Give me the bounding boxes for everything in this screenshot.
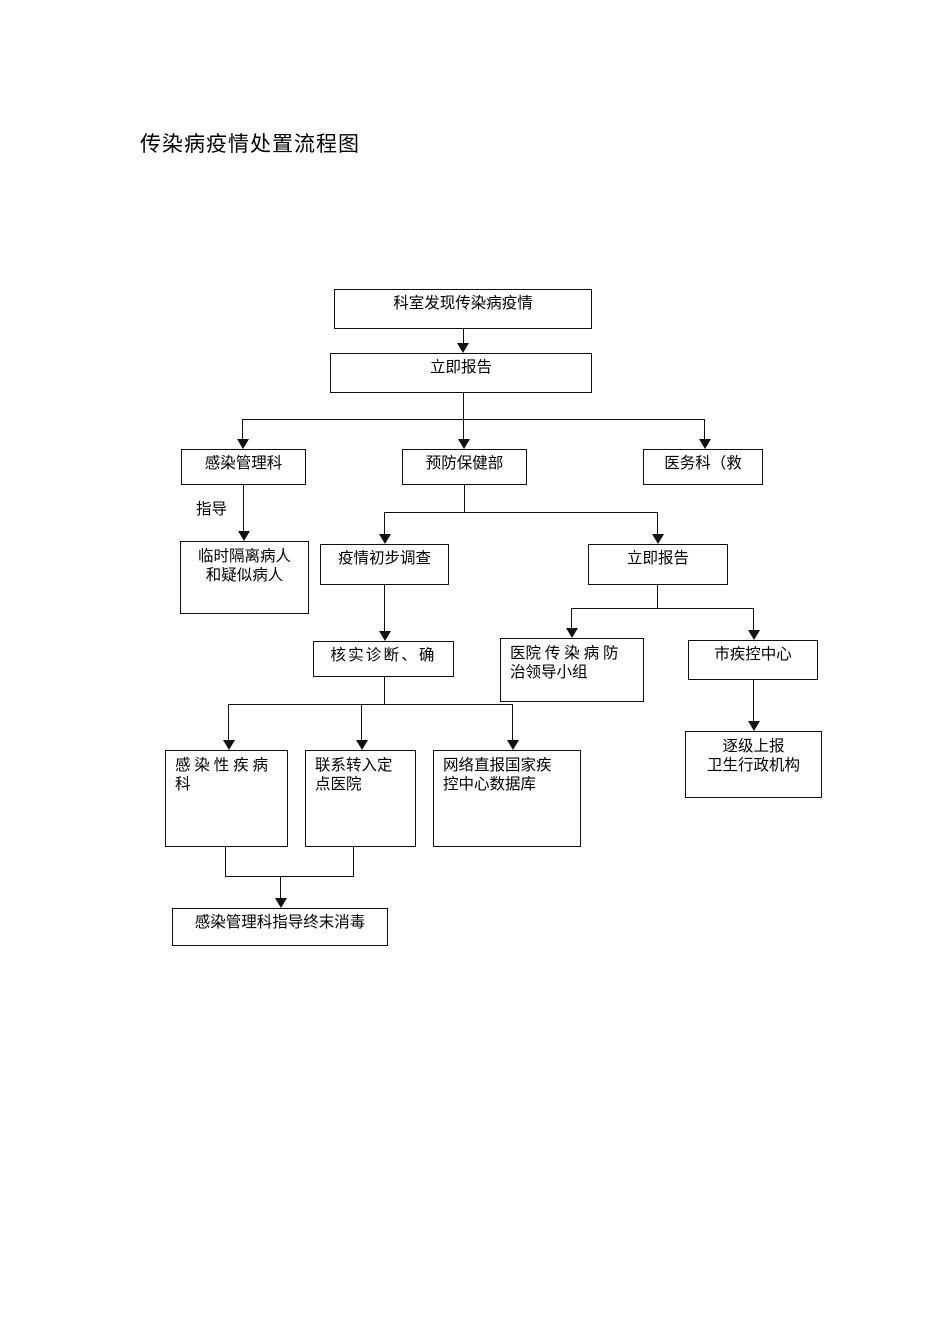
arrowhead-n2-n5 [699,439,711,449]
node-hospital-infectious-disease-leadership-group[interactable]: 医院 传 染 病 防 治领导小组 [500,638,644,702]
node-label: 立即报告 [626,550,689,567]
arrowhead-n7-n9 [379,631,391,641]
node-infectious-disease-department[interactable]: 感 染 性 疾 病 科 [165,750,288,847]
node-label: 联系转入定 点医院 [315,757,393,793]
node-label: 网络直报国家疾 控中心数据库 [443,757,552,793]
arrowhead-n9-n12 [223,740,235,750]
arrowhead-n4-n8 [652,534,664,544]
node-direct-network-report-national-cdc[interactable]: 网络直报国家疾 控中心数据库 [433,750,581,847]
arrowhead-n11-n15 [748,721,760,731]
page-title: 传染病疫情处置流程图 [140,132,360,156]
node-label: 立即报告 [429,359,492,376]
connector-merge-n16 [280,876,281,898]
node-label: 预防保健部 [425,455,504,472]
connector-n2-n3 [242,419,243,439]
connector-n2-bus [242,419,704,420]
node-label: 临时隔离病人 和疑似病人 [197,548,291,584]
node-label: 科室发现传染病疫情 [393,295,533,312]
node-label: 疫情初步调查 [337,550,431,567]
connector-n2-n5 [704,419,705,439]
node-terminal-disinfection[interactable]: 感染管理科指导终末消毒 [172,908,388,946]
node-transfer-to-designated-hospital[interactable]: 联系转入定 点医院 [305,750,416,847]
connector-n8-trunk [657,585,658,608]
arrowhead-n3-n6 [238,531,250,541]
node-medical-affairs-dept[interactable]: 医务科（救 [643,449,763,485]
connector-n13-down [353,847,354,876]
connector-n4-n8 [657,512,658,534]
connector-n12-down [225,847,226,876]
connector-n4-bus [384,512,658,513]
connector-n3-n6 [243,485,244,531]
connector-n7-n9 [384,585,385,631]
connector-n4-n7 [384,512,385,534]
connector-n9-n14 [512,704,513,740]
arrowhead-n1-n2 [457,343,469,353]
arrowhead-n9-n14 [507,740,519,750]
node-label: 核实诊断、确 [330,647,437,664]
node-prevention-healthcare-dept[interactable]: 预防保健部 [402,449,527,485]
node-label: 市疾控中心 [714,646,792,663]
arrowhead-n2-n4 [458,439,470,449]
node-report-immediately-second[interactable]: 立即报告 [588,544,728,585]
arrowhead-merge-n16 [275,898,287,908]
connector-n2-n4 [463,419,464,439]
node-label: 逐级上报 卫生行政机构 [706,738,800,774]
arrowhead-n2-n3 [237,439,249,449]
node-label: 感染管理科 [204,455,283,472]
node-report-immediately-top[interactable]: 立即报告 [330,353,592,393]
node-municipal-cdc[interactable]: 市疾控中心 [688,640,818,680]
arrowhead-n8-n11 [748,630,760,640]
connector-n11-n15 [753,680,754,721]
node-department-discovers-outbreak[interactable]: 科室发现传染病疫情 [334,289,592,329]
node-verify-diagnosis[interactable]: 核实诊断、确 [313,641,454,677]
connector-n8-n10 [571,608,572,628]
node-label: 医务科（救 [664,455,742,472]
node-label: 医院 传 染 病 防 治领导小组 [510,645,619,681]
node-preliminary-investigation[interactable]: 疫情初步调查 [320,544,449,585]
connector-n8-n11 [753,608,754,630]
arrowhead-n4-n7 [379,534,391,544]
node-infection-management-dept[interactable]: 感染管理科 [181,449,306,485]
connector-n9-trunk [384,677,385,704]
connector-n9-bus [228,704,513,705]
connector-n4-trunk [464,485,465,512]
node-report-to-health-authority[interactable]: 逐级上报 卫生行政机构 [685,731,822,798]
connector-n9-n12 [228,704,229,740]
node-label: 感染管理科指导终末消毒 [194,914,366,931]
connector-merge-bus [225,876,354,877]
connector-n8-bus [571,608,754,609]
node-temporary-isolation[interactable]: 临时隔离病人 和疑似病人 [180,541,309,614]
connector-n9-n13 [361,704,362,740]
node-label: 感 染 性 疾 病 科 [175,757,269,793]
connector-n1-n2 [463,329,464,343]
edge-label-guidance: 指导 [196,501,228,518]
connector-n2-trunk [463,393,464,419]
arrowhead-n8-n10 [566,628,578,638]
arrowhead-n9-n13 [356,740,368,750]
